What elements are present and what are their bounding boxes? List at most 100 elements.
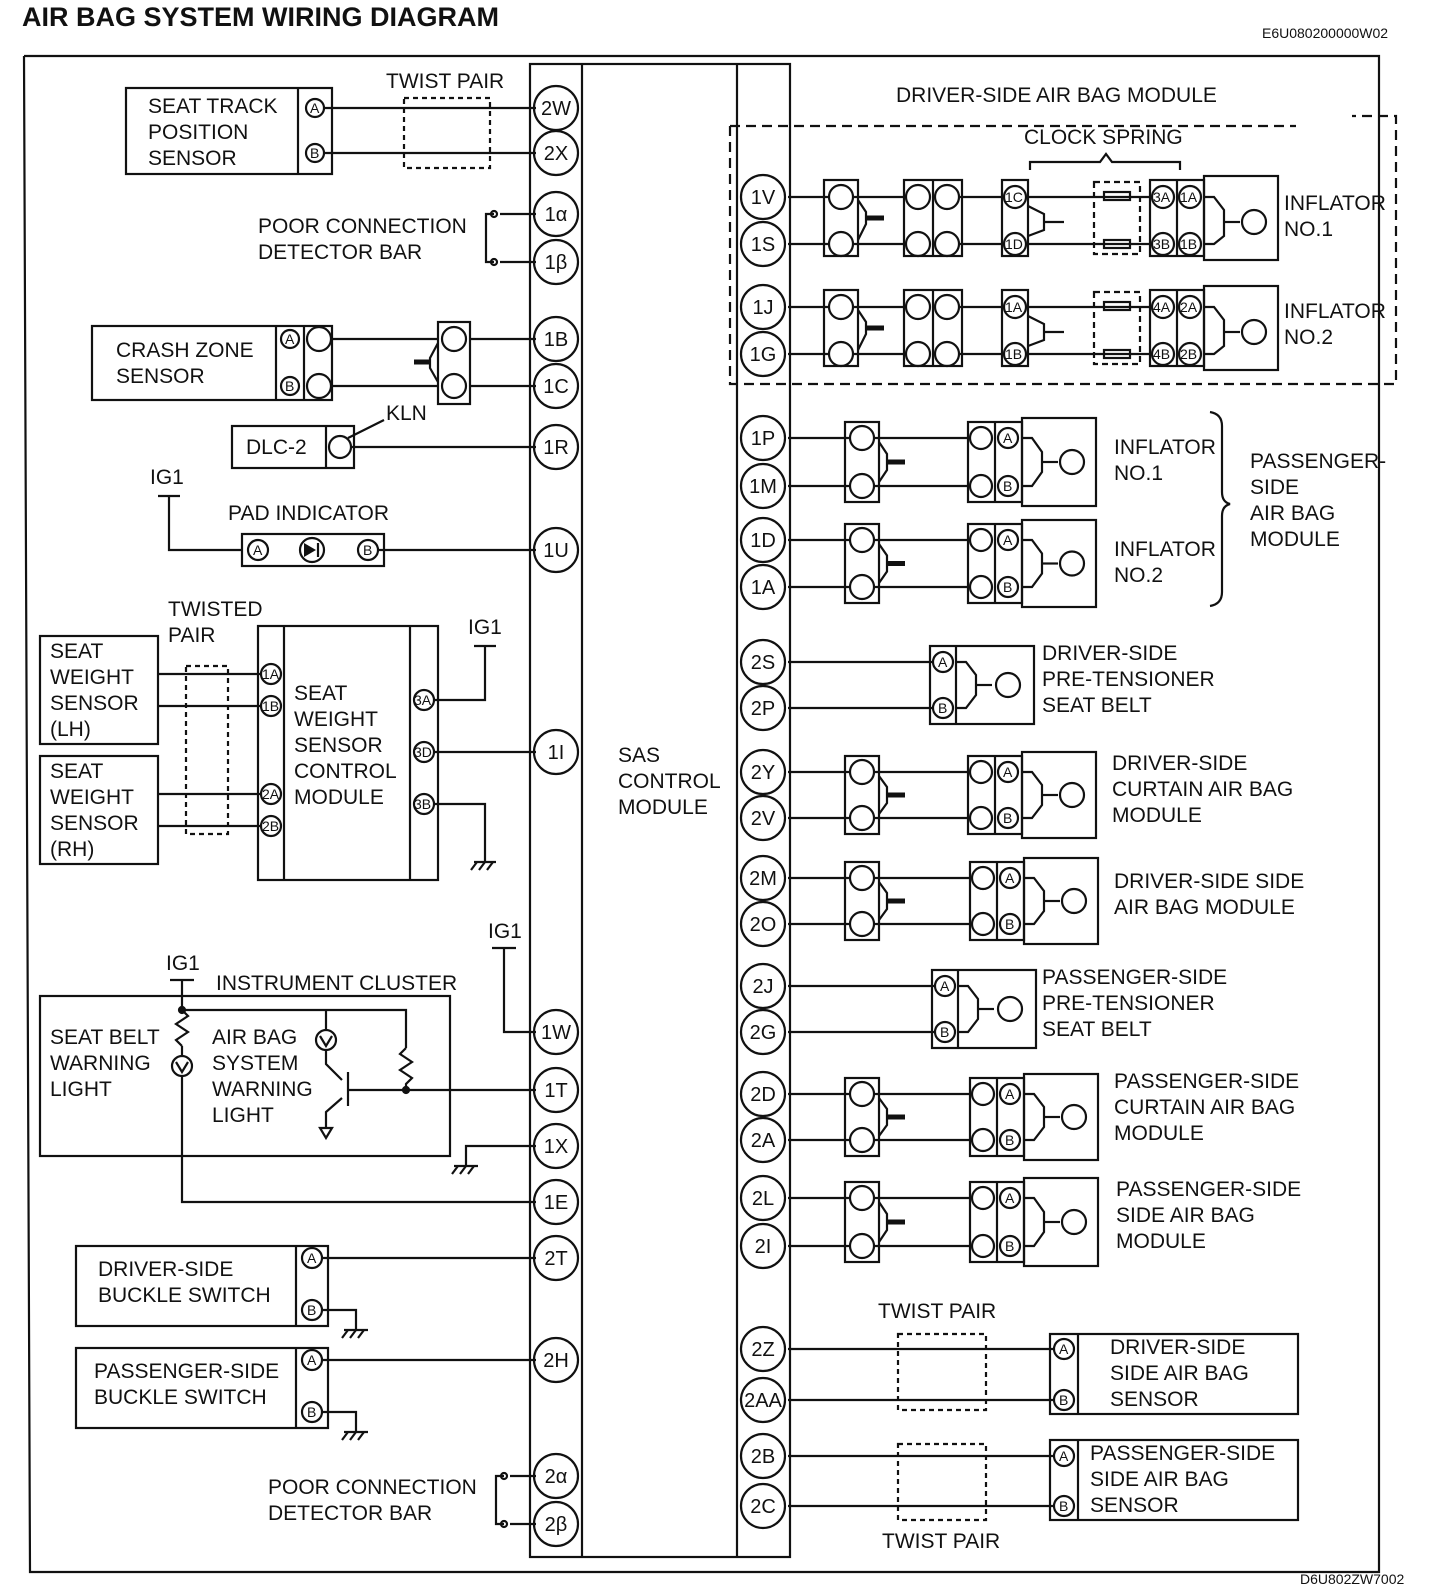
svg-text:SIDE: SIDE bbox=[1250, 476, 1299, 499]
svg-text:WEIGHT: WEIGHT bbox=[50, 666, 134, 689]
passenger-side-air-bag-module-group: INFLATOR NO.1 INFLATOR NO.2 PASSENGER- S… bbox=[1114, 410, 1386, 608]
terminal-label: 1α bbox=[545, 204, 568, 226]
svg-text:CURTAIN AIR BAG: CURTAIN AIR BAG bbox=[1114, 1096, 1295, 1119]
svg-text:TWIST PAIR: TWIST PAIR bbox=[878, 1300, 996, 1323]
svg-text:SYSTEM: SYSTEM bbox=[212, 1052, 298, 1075]
svg-text:NO.2: NO.2 bbox=[1114, 564, 1163, 587]
terminal-label: 1X bbox=[544, 1136, 568, 1158]
svg-text:B: B bbox=[1005, 1238, 1014, 1254]
svg-text:SENSOR: SENSOR bbox=[148, 147, 237, 170]
svg-text:1B: 1B bbox=[262, 698, 279, 714]
diagram-title: AIR BAG SYSTEM WIRING DIAGRAM bbox=[22, 2, 499, 32]
outer-frame bbox=[22, 54, 1381, 1574]
terminal-label: 2S bbox=[751, 652, 775, 674]
svg-text:MODULE: MODULE bbox=[1250, 528, 1340, 551]
terminal-label: 1P bbox=[751, 428, 775, 450]
svg-text:A: A bbox=[1003, 764, 1013, 780]
terminal-label: 2O bbox=[750, 914, 777, 936]
svg-text:INFLATOR: INFLATOR bbox=[1114, 538, 1216, 561]
svg-text:SEAT TRACK: SEAT TRACK bbox=[148, 95, 278, 118]
svg-text:PAIR: PAIR bbox=[168, 624, 215, 647]
svg-text:MODULE: MODULE bbox=[294, 786, 384, 809]
driver-airbag-module-label: DRIVER-SIDE AIR BAG MODULE bbox=[896, 84, 1217, 107]
svg-text:SENSOR: SENSOR bbox=[294, 734, 383, 757]
terminal-label: 2H bbox=[543, 1350, 569, 1372]
svg-text:NO.1: NO.1 bbox=[1284, 218, 1333, 241]
svg-text:B: B bbox=[938, 700, 947, 716]
passenger-side-pretensioner-labels: PASSENGER-SIDE PRE-TENSIONER SEAT BELT bbox=[1042, 966, 1227, 1041]
svg-text:A: A bbox=[1005, 1086, 1015, 1102]
svg-text:(RH): (RH) bbox=[50, 838, 94, 861]
passenger-side-side-airbag-labels: PASSENGER-SIDE SIDE AIR BAG MODULE bbox=[1116, 1178, 1301, 1253]
svg-text:3D: 3D bbox=[414, 744, 432, 760]
squib-circuit: AB bbox=[788, 518, 1098, 609]
svg-text:SEAT: SEAT bbox=[50, 640, 103, 663]
svg-text:SENSOR: SENSOR bbox=[116, 365, 205, 388]
svg-text:1A: 1A bbox=[1005, 299, 1023, 315]
svg-text:NO.1: NO.1 bbox=[1114, 462, 1163, 485]
svg-text:CRASH ZONE: CRASH ZONE bbox=[116, 339, 254, 362]
svg-text:POSITION: POSITION bbox=[148, 121, 248, 144]
driver-side-air-bag-module-group: DRIVER-SIDE AIR BAG MODULE CLOCK SPRING … bbox=[728, 84, 1398, 386]
terminal-label: 1E bbox=[544, 1192, 568, 1214]
svg-text:IG1: IG1 bbox=[488, 920, 522, 943]
terminal-label: 2A bbox=[751, 1130, 776, 1152]
svg-text:A: A bbox=[1059, 1341, 1069, 1357]
svg-text:PRE-TENSIONER: PRE-TENSIONER bbox=[1042, 992, 1215, 1015]
sas-label-1: SAS bbox=[618, 744, 660, 767]
terminal-label: 2Y bbox=[751, 762, 775, 784]
svg-text:DRIVER-SIDE: DRIVER-SIDE bbox=[98, 1258, 233, 1281]
driver-side-side-air-bag-sensor: TWIST PAIR A B DRIVER-SIDE SIDE AIR BAG … bbox=[788, 1300, 1300, 1416]
driver-side-curtain-labels: DRIVER-SIDE CURTAIN AIR BAG MODULE bbox=[1112, 752, 1293, 827]
svg-text:A: A bbox=[307, 1352, 317, 1368]
terminal-label: 1J bbox=[752, 297, 773, 319]
terminal-label: 2V bbox=[751, 808, 776, 830]
svg-text:B: B bbox=[310, 145, 319, 161]
terminal-label: 2J bbox=[752, 976, 773, 998]
poor-connection-detector-bar-bottom: POOR CONNECTION DETECTOR BAR bbox=[268, 1471, 536, 1529]
driver-side-side-airbag-labels: DRIVER-SIDE SIDE AIR BAG MODULE bbox=[1114, 870, 1304, 919]
instrument-cluster: IG1 IG1 INSTRUMENT CLUSTER SEAT BELT WAR… bbox=[38, 920, 536, 1204]
svg-text:CONTROL: CONTROL bbox=[294, 760, 397, 783]
svg-text:INFLATOR: INFLATOR bbox=[1284, 300, 1386, 323]
svg-text:AIR BAG: AIR BAG bbox=[1250, 502, 1335, 525]
passenger-side-side-air-bag-sensor: TWIST PAIR A B PASSENGER-SIDE SIDE AIR B… bbox=[788, 1438, 1300, 1553]
dlc-2-connector: DLC-2 KLN bbox=[230, 402, 536, 470]
terminal-label: 1I bbox=[548, 742, 565, 764]
svg-text:4A: 4A bbox=[1153, 299, 1171, 315]
passenger-side-buckle-switch: A B PASSENGER-SIDE BUCKLE SWITCH bbox=[74, 1346, 536, 1441]
svg-text:1C: 1C bbox=[1005, 189, 1023, 205]
pad-indicator: IG1 PAD INDICATOR A B bbox=[150, 466, 536, 568]
svg-text:DRIVER-SIDE: DRIVER-SIDE bbox=[1042, 642, 1177, 665]
terminal-label: 1M bbox=[749, 476, 777, 498]
squib-circuit: AB bbox=[788, 968, 1038, 1050]
svg-text:PASSENGER-SIDE: PASSENGER-SIDE bbox=[1042, 966, 1227, 989]
terminal-label: 1U bbox=[543, 540, 569, 562]
svg-text:2A: 2A bbox=[262, 786, 280, 802]
svg-text:WEIGHT: WEIGHT bbox=[50, 786, 134, 809]
svg-text:1B: 1B bbox=[1180, 236, 1197, 252]
svg-text:B: B bbox=[285, 378, 294, 394]
terminals-right: 1V1S1J1G1P1M1D1A2S2P2Y2V2M2O2J2G2D2A2L2I… bbox=[739, 173, 787, 1530]
passenger-side-curtain-labels: PASSENGER-SIDE CURTAIN AIR BAG MODULE bbox=[1114, 1070, 1299, 1145]
svg-text:3B: 3B bbox=[414, 796, 431, 812]
crash-zone-sensor: A B CRASH ZONE SENSOR bbox=[90, 320, 536, 406]
kln-label: KLN bbox=[386, 402, 427, 425]
terminal-label: 1V bbox=[751, 187, 776, 209]
seat-weight-sensor-system: TWISTED PAIR SEAT WEIGHT SENSOR (LH) SEA… bbox=[38, 598, 536, 882]
squib-circuit: AB bbox=[788, 750, 1098, 840]
svg-text:SENSOR: SENSOR bbox=[1090, 1494, 1179, 1517]
svg-text:B: B bbox=[1059, 1498, 1068, 1514]
svg-text:SEAT BELT: SEAT BELT bbox=[50, 1026, 160, 1049]
svg-text:A: A bbox=[1059, 1448, 1069, 1464]
svg-text:A: A bbox=[285, 331, 295, 347]
squib-circuit: AB bbox=[788, 1072, 1100, 1162]
squib-circuit: AB bbox=[788, 644, 1036, 726]
svg-text:4B: 4B bbox=[1153, 346, 1170, 362]
svg-text:SEAT: SEAT bbox=[50, 760, 103, 783]
svg-text:1A: 1A bbox=[1180, 189, 1198, 205]
svg-text:DLC-2: DLC-2 bbox=[246, 436, 307, 459]
terminal-label: 1T bbox=[544, 1080, 567, 1102]
svg-text:SIDE AIR BAG: SIDE AIR BAG bbox=[1090, 1468, 1229, 1491]
terminal-label: 2L bbox=[752, 1188, 774, 1210]
